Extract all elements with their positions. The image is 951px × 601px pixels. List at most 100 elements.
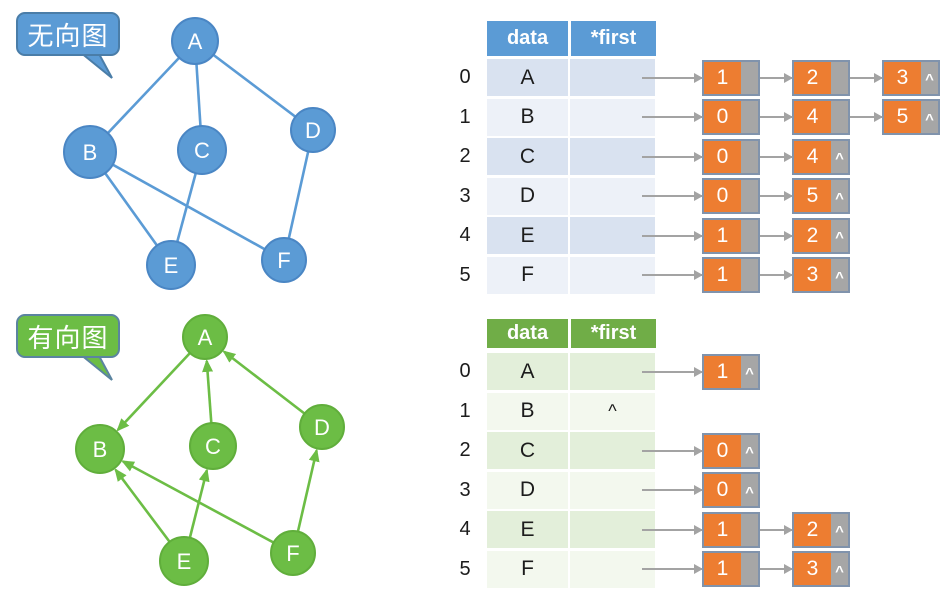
row-index: 2	[459, 145, 471, 167]
list-node-pointer	[831, 101, 848, 133]
list-node-pointer: ^	[831, 259, 848, 291]
list-node: 1	[702, 257, 760, 293]
first-pointer-arrow	[642, 191, 703, 201]
node-circle-A	[182, 314, 228, 360]
list-node-pointer: ^	[741, 434, 758, 467]
list-node-pointer	[741, 101, 758, 133]
graph-node-B: B	[63, 125, 117, 179]
cell-first	[570, 432, 655, 469]
cell-first: ^	[570, 392, 655, 430]
table-header: data*first	[487, 319, 656, 348]
header-cell-data: data	[487, 21, 568, 56]
list-node-value: 4	[794, 101, 831, 133]
list-node-pointer: ^	[831, 219, 848, 252]
table-header: data*first	[487, 21, 656, 56]
list-node: 1	[702, 511, 760, 548]
node-label-C: C	[205, 434, 221, 459]
list-node-pointer: ^	[741, 355, 758, 388]
row-index: 4	[459, 518, 471, 540]
list-node-value: 0	[704, 434, 741, 467]
node-label-F: F	[277, 248, 290, 273]
adjacency-list-E: 1 2^	[642, 217, 850, 254]
cell-first	[570, 59, 655, 96]
adjacency-list-D: 0^	[642, 472, 760, 509]
cell-data: A	[487, 59, 568, 96]
list-node-pointer	[741, 61, 758, 94]
null-pointer-caret: ^	[745, 483, 754, 501]
null-pointer-caret: ^	[835, 268, 844, 286]
null-pointer-caret: ^	[745, 444, 754, 461]
list-node-pointer	[741, 513, 758, 546]
first-pointer-arrow	[642, 151, 703, 162]
node-circle-F	[270, 530, 316, 576]
list-node-pointer	[741, 553, 758, 585]
next-pointer-arrow	[760, 524, 793, 535]
next-pointer-arrow	[760, 112, 793, 122]
graph-node-B: B	[75, 424, 125, 474]
cell-first	[570, 471, 655, 509]
node-label-B: B	[93, 437, 108, 462]
next-pointer-arrow	[760, 191, 793, 201]
graph-node-C: C	[177, 125, 227, 175]
next-pointer-arrow	[760, 151, 793, 162]
node-label-F: F	[286, 541, 299, 566]
directed-label: 有向图	[27, 322, 109, 353]
cell-data: F	[487, 256, 568, 294]
null-pointer-caret: ^	[835, 189, 844, 207]
graph-node-F: F	[261, 237, 307, 283]
list-node-pointer: ^	[921, 101, 938, 133]
list-node: 1	[702, 217, 760, 254]
list-node-pointer: ^	[831, 553, 848, 585]
first-pointer-arrow	[642, 72, 703, 83]
cell-first	[570, 511, 655, 548]
cell-data: C	[487, 432, 568, 469]
undirected-label: 无向图	[27, 20, 109, 51]
list-node-value: 0	[704, 474, 741, 506]
list-node-pointer	[741, 140, 758, 173]
node-label-A: A	[188, 29, 203, 54]
list-node-value: 5	[884, 101, 921, 133]
list-node: 1	[702, 551, 760, 587]
next-pointer-arrow	[760, 270, 793, 280]
first-pointer-arrow	[642, 445, 703, 456]
cell-first	[570, 138, 655, 175]
first-pointer-arrow	[642, 485, 703, 495]
first-pointer-arrow	[642, 366, 703, 377]
node-circle-F	[261, 237, 307, 283]
next-pointer-arrow	[760, 72, 793, 83]
node-circle-B	[75, 424, 125, 474]
list-node: 2^	[792, 511, 850, 548]
row-index: 4	[459, 224, 471, 246]
list-node-value: 1	[704, 553, 741, 585]
cell-data: F	[487, 550, 568, 588]
first-pointer-arrow	[642, 112, 703, 122]
list-node: 2^	[792, 217, 850, 254]
list-node-pointer: ^	[921, 61, 938, 94]
graph-node-A: A	[182, 314, 228, 360]
cell-first	[570, 98, 655, 136]
row-index: 0	[459, 360, 471, 382]
next-pointer-arrow	[850, 112, 883, 122]
cell-data: E	[487, 217, 568, 254]
row-index: 1	[459, 399, 471, 422]
cell-data: D	[487, 471, 568, 509]
null-pointer-caret: ^	[835, 229, 844, 246]
row-index: 0	[459, 66, 471, 88]
cell-data: A	[487, 353, 568, 390]
list-node-pointer: ^	[831, 140, 848, 173]
cell-data: B	[487, 392, 568, 430]
cell-first	[570, 550, 655, 588]
list-node-value: 3	[884, 61, 921, 94]
node-circle-E	[159, 536, 209, 586]
cell-first	[570, 217, 655, 254]
